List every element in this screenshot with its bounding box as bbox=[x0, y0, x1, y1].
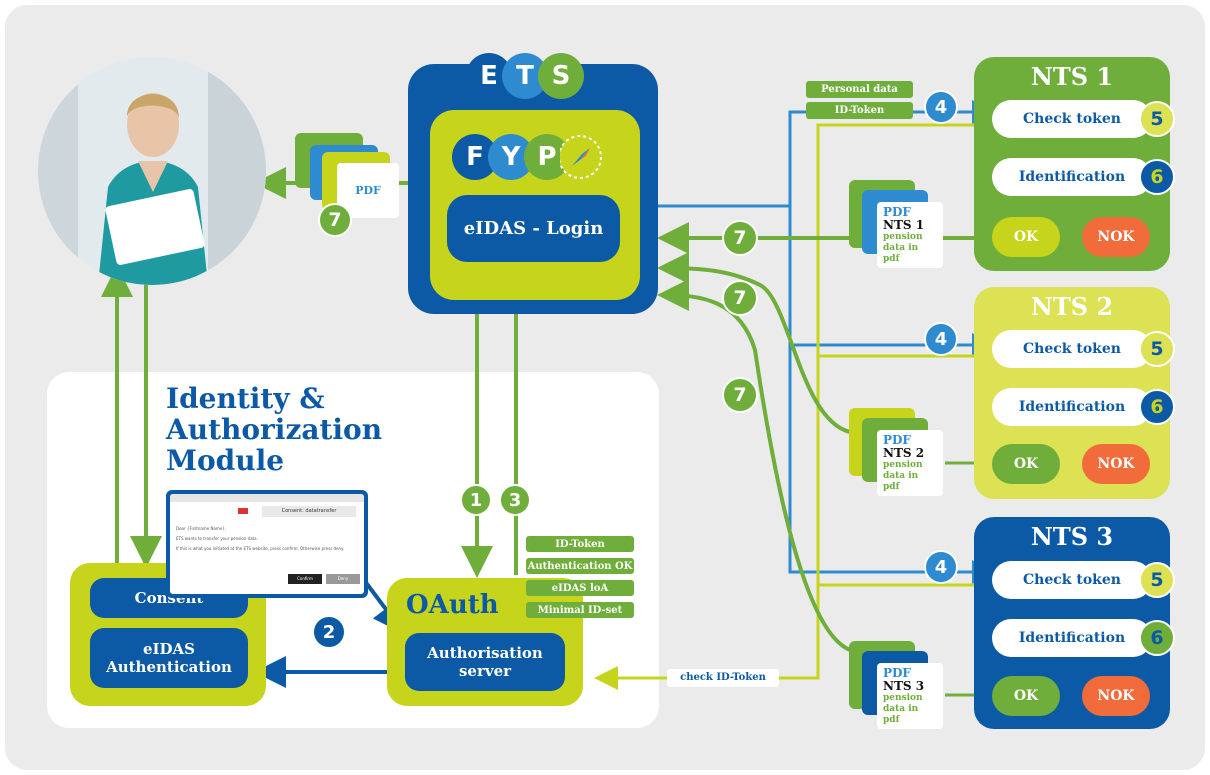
module-title-line3: Module bbox=[166, 444, 285, 477]
oauth-tag-idtoken: ID-Token bbox=[526, 536, 634, 552]
fyp-letter-f: F bbox=[452, 134, 498, 180]
nts2-pdf-label: PDF bbox=[883, 433, 911, 447]
nts3-title: NTS 3 bbox=[1030, 522, 1114, 551]
nts1-nok-label: NOK bbox=[1097, 229, 1135, 245]
step-3-badge: 3 bbox=[499, 484, 531, 516]
step-7-badge-nts1: 7 bbox=[722, 220, 758, 256]
step-7-badge-user: 7 bbox=[318, 203, 352, 237]
step-6-badge-nts2: 6 bbox=[1139, 389, 1175, 425]
step-7-badge-nts3: 7 bbox=[722, 377, 758, 413]
nts2-identification-label: Identification bbox=[1018, 399, 1126, 415]
deny-button[interactable]: Deny bbox=[326, 574, 360, 584]
eidas-authentication-button[interactable]: eIDAS Authentication bbox=[90, 628, 248, 688]
nts3-pdf-desc1: pension bbox=[883, 693, 923, 703]
idtoken-tag: ID-Token bbox=[806, 102, 913, 119]
nts2-title: NTS 2 bbox=[1030, 292, 1114, 321]
nts1-ok-button[interactable]: OK bbox=[992, 217, 1060, 257]
nts1-identification-label: Identification bbox=[1018, 169, 1126, 185]
nts1-pdf-desc2: data in pdf bbox=[883, 243, 919, 264]
nts1-pdf-label: PDF bbox=[883, 205, 911, 219]
nts2-ok-button[interactable]: OK bbox=[992, 444, 1060, 484]
nts1-nok-button[interactable]: NOK bbox=[1082, 217, 1150, 257]
step-2-badge: 2 bbox=[312, 615, 346, 649]
nts1-pdf-desc1: pension bbox=[883, 232, 923, 242]
auth-server-line2: server bbox=[458, 662, 512, 680]
nts3-check-token-label: Check token bbox=[1023, 572, 1121, 588]
step-5-badge-nts3: 5 bbox=[1139, 562, 1175, 598]
module-title-line2: Authorization bbox=[166, 413, 383, 446]
step-6-badge-nts1: 6 bbox=[1139, 159, 1175, 195]
ets-letter-s: S bbox=[538, 53, 584, 99]
oauth-title: OAuth bbox=[406, 590, 499, 620]
consent-screen-line2: ETS wants to transfer your pension data. bbox=[176, 536, 258, 541]
nts2-check-token-label: Check token bbox=[1023, 341, 1121, 357]
nts2-identification[interactable]: Identification bbox=[992, 388, 1152, 426]
nts2-pdf-name: NTS 2 bbox=[883, 446, 925, 460]
nts1-identification[interactable]: Identification bbox=[992, 158, 1152, 196]
nts1-pdf-name: NTS 1 bbox=[883, 218, 925, 232]
eidas-auth-line2: Authentication bbox=[106, 658, 232, 676]
nts3-pdf-label: PDF bbox=[883, 666, 911, 680]
nts3-identification[interactable]: Identification bbox=[992, 619, 1152, 657]
user-photo bbox=[38, 57, 266, 285]
nts2-pdf-desc2: data in pdf bbox=[883, 471, 919, 492]
nts2-nok-label: NOK bbox=[1097, 456, 1135, 472]
consent-screen-header: Consent: datatransfer bbox=[262, 506, 356, 517]
confirm-button[interactable]: Confirm bbox=[288, 574, 322, 584]
eidas-login-label: eIDAS - Login bbox=[463, 218, 604, 239]
nts2-pdf-card: PDF NTS 2 pension data in pdf bbox=[877, 430, 943, 496]
nts3-nok-button[interactable]: NOK bbox=[1082, 676, 1150, 716]
nts3-pdf-name: NTS 3 bbox=[883, 679, 925, 693]
nts2-check-token[interactable]: Check token bbox=[992, 330, 1152, 368]
consent-screen-line1: Dear {Firstname Name}, bbox=[176, 526, 227, 531]
nts2-nok-button[interactable]: NOK bbox=[1082, 444, 1150, 484]
nts3-ok-button[interactable]: OK bbox=[992, 676, 1060, 716]
nts3-nok-label: NOK bbox=[1097, 688, 1135, 704]
eidas-login-button[interactable]: eIDAS - Login bbox=[447, 195, 620, 262]
oauth-tag-eidas-loa: eIDAS loA bbox=[526, 580, 634, 596]
nts2-ok-label: OK bbox=[1013, 456, 1039, 472]
nts1-check-token-label: Check token bbox=[1023, 111, 1121, 127]
compass-icon bbox=[558, 134, 620, 180]
module-title-line1: Identity & bbox=[166, 382, 325, 415]
step-7-badge-nts2: 7 bbox=[722, 280, 758, 316]
auth-server-line1: Authorisation bbox=[427, 644, 543, 662]
oauth-tag-auth-ok: Authentication OK bbox=[526, 558, 634, 574]
nts1-ok-label: OK bbox=[1013, 229, 1039, 245]
logo-icon bbox=[238, 508, 248, 514]
step-4-badge-nts1: 4 bbox=[924, 90, 958, 124]
authorisation-server-button[interactable]: Authorisation server bbox=[405, 633, 565, 691]
nts3-identification-label: Identification bbox=[1018, 630, 1126, 646]
nts1-pdf-card: PDF NTS 1 pension data in pdf bbox=[877, 202, 943, 268]
oauth-tag-minimal-idset: Minimal ID-set bbox=[526, 602, 634, 618]
step-4-badge-nts2: 4 bbox=[924, 322, 958, 356]
nts3-check-token[interactable]: Check token bbox=[992, 561, 1152, 599]
step-1-badge: 1 bbox=[460, 484, 492, 516]
nts3-pdf-card: PDF NTS 3 pension data in pdf bbox=[877, 663, 943, 729]
nts1-check-token[interactable]: Check token bbox=[992, 100, 1152, 138]
nts2-pdf-desc1: pension bbox=[883, 460, 923, 470]
check-idtoken-label: check ID-Token bbox=[667, 669, 779, 687]
nts1-title: NTS 1 bbox=[1030, 62, 1114, 91]
consent-screen-line3: If this is what you initiated at the ETS… bbox=[176, 546, 345, 551]
step-5-badge-nts1: 5 bbox=[1139, 101, 1175, 137]
nts3-ok-label: OK bbox=[1013, 688, 1039, 704]
step-4-badge-nts3: 4 bbox=[924, 550, 958, 584]
step-5-badge-nts2: 5 bbox=[1139, 331, 1175, 367]
consent-screen: Consent: datatransfer Dear {Firstname Na… bbox=[166, 490, 368, 598]
step-6-badge-nts3: 6 bbox=[1139, 620, 1175, 656]
module-title: Identity & Authorization Module bbox=[166, 383, 382, 476]
pdf-label: PDF bbox=[355, 184, 381, 197]
nts3-pdf-desc2: data in pdf bbox=[883, 704, 919, 725]
personal-data-tag: Personal data bbox=[806, 81, 913, 98]
eidas-auth-line1: eIDAS bbox=[142, 640, 196, 658]
